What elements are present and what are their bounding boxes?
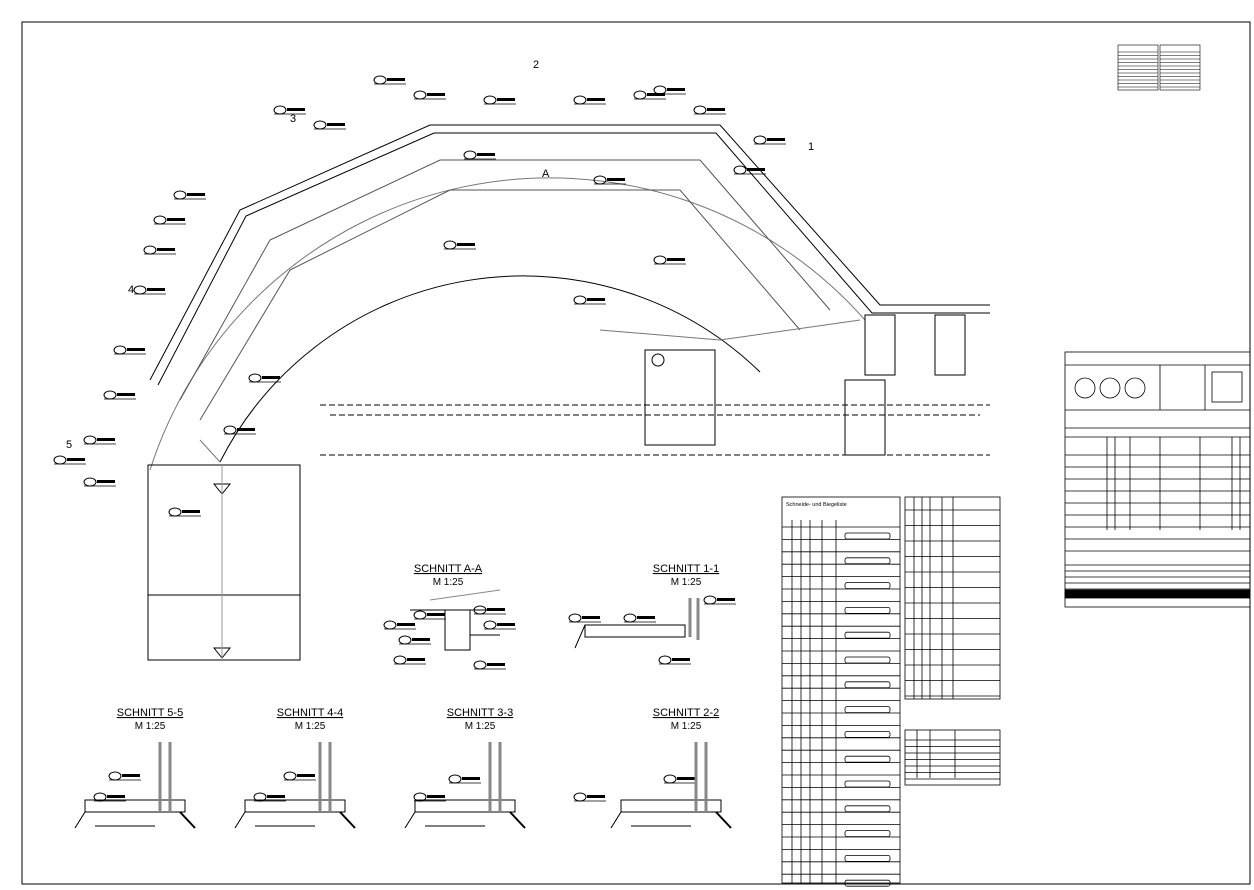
rebar-position-marker [413, 90, 427, 100]
rebar-position-marker [173, 190, 187, 200]
rebar-position-marker [373, 75, 387, 85]
rebar-position-marker [693, 105, 707, 115]
rebar-line [179, 159, 831, 401]
svg-text:M 1:25: M 1:25 [671, 721, 702, 732]
rebar-position-marker [733, 165, 747, 175]
rebar-position-marker [108, 771, 122, 781]
section-3-3: SCHNITT 3-3 M 1:25 [404, 707, 526, 829]
svg-text:SCHNITT 1-1: SCHNITT 1-1 [653, 563, 719, 575]
section-2-2: SCHNITT 2-2 M 1:25 [610, 707, 732, 829]
svg-text:M 1:25: M 1:25 [135, 721, 166, 732]
section-1-1: SCHNITT 1-1 M 1:25 [574, 563, 719, 649]
rebar-position-marker [573, 95, 587, 105]
section-markers: 1 2 3 4 5 A [66, 59, 814, 451]
rebar-position-marker [83, 435, 97, 445]
rebar-position-marker [413, 610, 427, 620]
rebar-line [199, 189, 801, 421]
rebar-position-marker [483, 95, 497, 105]
rebar-position-marker [463, 150, 477, 160]
rebar-position-marker [393, 655, 407, 665]
rebar-position-marker [248, 373, 262, 383]
top-right-tables [1117, 44, 1201, 91]
svg-text:SCHNITT 3-3: SCHNITT 3-3 [447, 707, 513, 719]
rebar-position-marker [703, 595, 717, 605]
rebar-position-marker [633, 90, 647, 100]
svg-text:M 1:25: M 1:25 [671, 577, 702, 588]
marker-a: A [542, 168, 550, 180]
rebar-position-marker [113, 345, 127, 355]
rebar-position-marker [473, 660, 487, 670]
section-4-4: SCHNITT 4-4 M 1:25 [234, 707, 356, 829]
opening [651, 353, 665, 367]
pier [844, 379, 886, 456]
section-5-5: SCHNITT 5-5 M 1:25 [74, 707, 196, 829]
svg-text:SCHNITT A-A: SCHNITT A-A [414, 563, 483, 575]
rebar-position-marker [483, 620, 497, 630]
rebar-position-marker [753, 135, 767, 145]
bending-schedule: Schneide- und Biegeliste [781, 496, 1001, 887]
rebar-position-marker [443, 240, 457, 250]
outer-arc [149, 177, 866, 471]
sheet-frame [21, 21, 1251, 885]
rebar-position-marker [103, 390, 117, 400]
marker-3: 3 [290, 113, 296, 125]
rebar-position-marker [663, 774, 677, 784]
rebar-position-marker [448, 774, 462, 784]
rebar-position-marker [133, 285, 147, 295]
rebar-position-marker [313, 120, 327, 130]
rebar-position-marker [273, 105, 287, 115]
rebar-position-marker [658, 655, 672, 665]
svg-text:SCHNITT 2-2: SCHNITT 2-2 [653, 707, 719, 719]
outer-wall-inner [157, 132, 990, 386]
section-a-a: SCHNITT A-A M 1:25 [410, 563, 501, 651]
rebar-position-marker [398, 635, 412, 645]
svg-text:M 1:25: M 1:25 [433, 577, 464, 588]
rebar-position-marker [283, 771, 297, 781]
rebar-position-marker [383, 620, 397, 630]
rebar-position-marker [653, 85, 667, 95]
rebar-position-marker [573, 792, 587, 802]
svg-text:SCHNITT 5-5: SCHNITT 5-5 [117, 707, 183, 719]
marker-2: 2 [533, 59, 539, 71]
inner-arc [219, 275, 761, 463]
rebar-position-marker [168, 507, 182, 517]
rebar-position-marker [653, 255, 667, 265]
svg-text:Schneide- und Biegeliste: Schneide- und Biegeliste [786, 502, 847, 508]
svg-text:M 1:25: M 1:25 [295, 721, 326, 732]
marker-1: 1 [808, 141, 814, 153]
rebar-position-marker [568, 613, 582, 623]
rebar-position-marker [153, 215, 167, 225]
title-block [1064, 351, 1251, 608]
marker-5: 5 [66, 439, 72, 451]
rebar-position-marker [53, 455, 67, 465]
outer-wall [149, 124, 990, 381]
marker-4: 4 [128, 284, 134, 296]
rebar-position-marker [143, 245, 157, 255]
rebar-position-marker [623, 613, 637, 623]
plan-view [147, 124, 990, 661]
shaft [644, 349, 716, 446]
rebar-position-marker [83, 477, 97, 487]
rebar-position-marker [223, 425, 237, 435]
rebar-position-marker [573, 295, 587, 305]
rebar-labels [53, 75, 786, 802]
lower-slab [147, 464, 301, 661]
svg-text:M 1:25: M 1:25 [465, 721, 496, 732]
svg-text:SCHNITT 4-4: SCHNITT 4-4 [277, 707, 343, 719]
